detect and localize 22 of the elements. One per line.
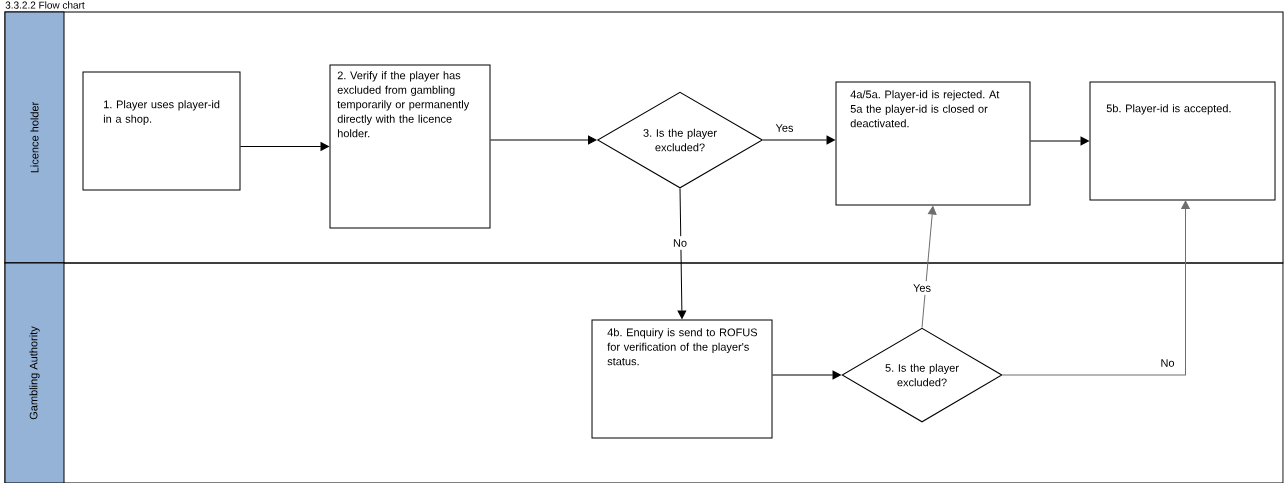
process-box: 1. Player uses player-id in a shop. <box>82 71 241 191</box>
edge-label: No <box>1157 356 1178 370</box>
arrow <box>1002 200 1190 376</box>
swimlane <box>4 11 1284 264</box>
arrow <box>240 142 329 151</box>
lane-label: Gambling Authority <box>29 326 40 420</box>
edge-label: No <box>670 236 691 250</box>
arrow <box>490 135 597 145</box>
arrow <box>772 370 841 380</box>
process-box: 4a/5a. Player-id is rejected. At 5a the player-id is closed or deactivated. <box>835 81 1031 206</box>
lane-label: Licence holder <box>30 101 39 173</box>
process-box: 2. Verify if the player has excluded from gambling temporarily or permanently directly with the licence holder. <box>329 64 491 229</box>
edge-label: Yes <box>910 281 934 295</box>
arrow <box>1030 136 1089 146</box>
process-box: 5b. Player-id is accepted. <box>1089 81 1276 201</box>
arrow <box>921 206 937 328</box>
swimlane <box>4 262 1284 483</box>
heading: 3.3.2.2 Flow chart <box>5 1 85 9</box>
arrow <box>677 188 687 319</box>
process-box: 4b. Enquiry is send to ROFUS for verification of the player's status. <box>591 319 773 439</box>
edge-label: Yes <box>775 124 794 132</box>
arrow <box>762 135 835 145</box>
